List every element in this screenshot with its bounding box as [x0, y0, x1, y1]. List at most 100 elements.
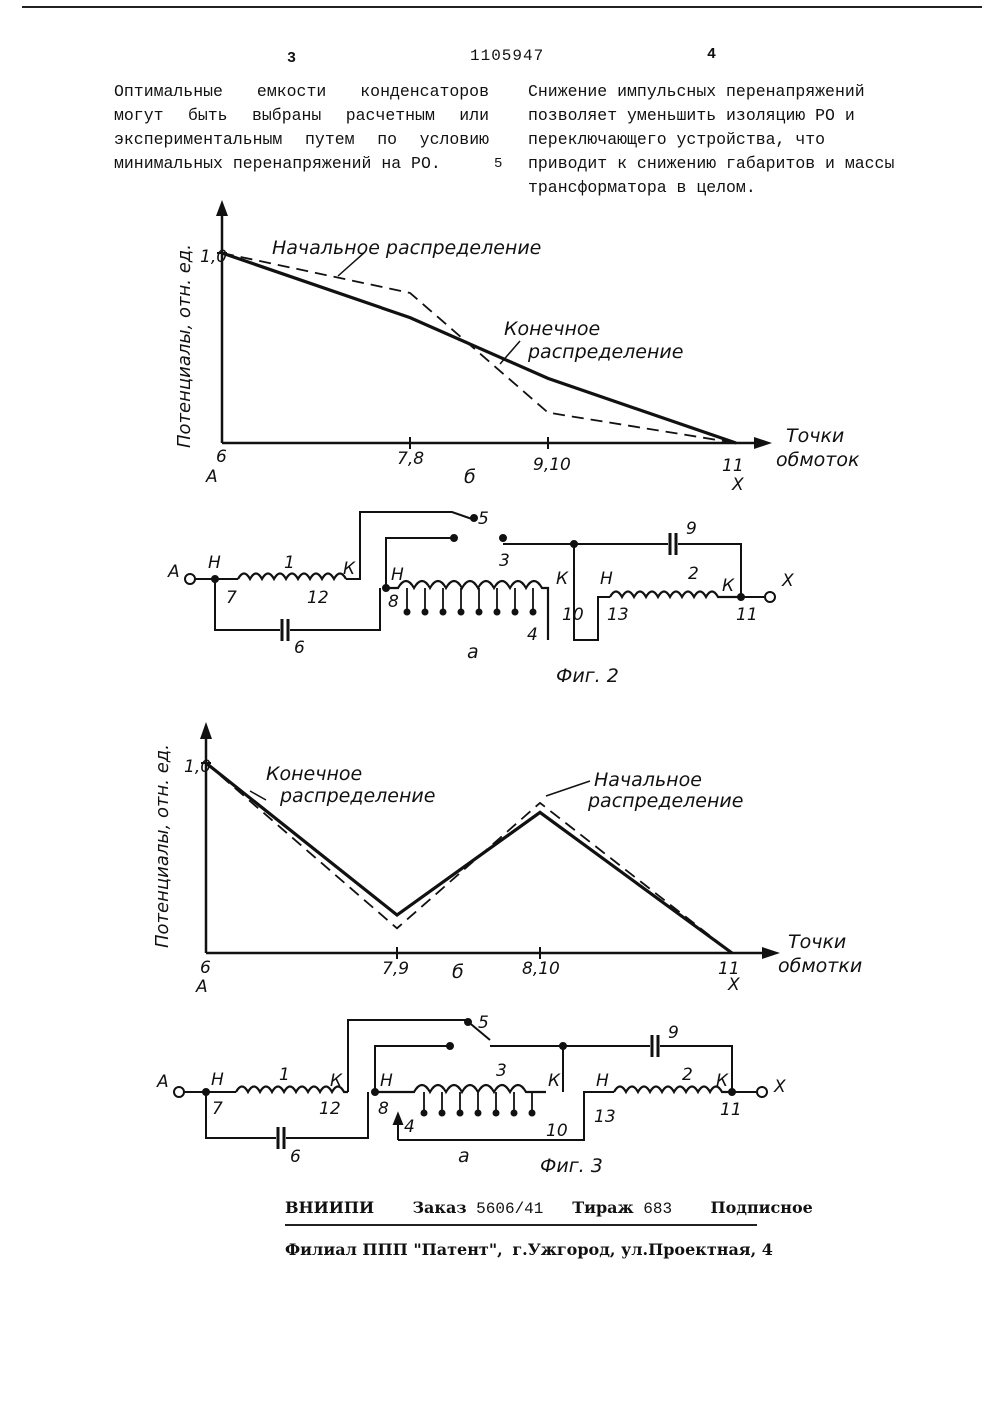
fig3-label-H2: Н — [596, 1071, 609, 1091]
fig3-ytick-label: 1,0 — [184, 757, 211, 777]
fig2-label-H2: Н — [600, 569, 613, 589]
fig2-coil-3 — [386, 581, 548, 640]
page-number-left: 3 — [287, 50, 296, 67]
fig3-label-7: 7 — [212, 1099, 223, 1119]
fig2-xtick-6: 6 — [216, 447, 227, 467]
footer-subscription: Подписное — [711, 1198, 813, 1217]
fig2-label-8: 8 — [388, 592, 399, 612]
left-column-text: Оптимальные емкости конденсаторов могут … — [114, 80, 489, 176]
fig3-label-cap-6: 6 — [290, 1147, 301, 1167]
fig3-xtick-6: 6 — [200, 958, 211, 978]
fig3-initial-label-1: Начальное — [594, 769, 702, 791]
fig3-coil-3 — [375, 1085, 546, 1092]
fig3-label-X: X — [773, 1077, 786, 1097]
fig3-label-13: 13 — [594, 1107, 616, 1127]
fig3-label-tap-4: 4 — [404, 1117, 415, 1137]
fig3-label-K1: К — [330, 1071, 343, 1091]
fig2-wire-k1 — [346, 512, 472, 579]
fig3-wire-k1 — [348, 1020, 490, 1092]
fig3-label-switch-5: 5 — [478, 1013, 489, 1033]
fig2-tap-dots — [404, 609, 537, 616]
fig2-terminal-X — [765, 592, 775, 602]
fig2-x-end-letter: X — [731, 475, 744, 495]
fig3-y-axis-label: Потенциалы, отн. ед. — [152, 744, 173, 948]
fig2-coil-3-taps — [407, 588, 533, 611]
fig2-x-axis-label-2: обмоток — [776, 449, 860, 471]
fig2-label-X: X — [781, 571, 794, 591]
fig2-label-13: 13 — [607, 605, 629, 625]
fig2-capacitor-9 — [670, 533, 676, 555]
fig2-label-K1: К — [343, 559, 356, 579]
fig3-tap-dots — [421, 1110, 536, 1117]
fig2-label-K3: К — [556, 569, 569, 589]
footer-imprint-line: ВНИИПИ Заказ 5606/41 Тираж 683 Подписное — [285, 1198, 813, 1218]
fig3-label-11: 11 — [720, 1100, 742, 1120]
line-marker: 5 — [494, 156, 502, 172]
fig3-final-label-1: Конечное — [266, 763, 362, 785]
fig2-wire-cap6 — [215, 579, 380, 630]
fig3-x-axis-label-2: обмотки — [778, 955, 862, 977]
fig2-x-arrow — [754, 437, 772, 449]
fig2-caption: Фиг. 2 — [556, 665, 619, 687]
fig2-x-axis-label-1: Точки — [786, 425, 844, 447]
fig2-chart: 1,0 Потенциалы, отн. ед. Начальное распр… — [174, 200, 860, 495]
fig3-caption: Фиг. 3 — [540, 1155, 603, 1177]
fig3-coil-2 — [614, 1087, 732, 1093]
fig2-x-start-letter: A — [205, 467, 218, 487]
right-column-text: Снижение импульсных перенапряжений позво… — [528, 80, 908, 200]
fig3-initial-label-2: распределение — [587, 790, 743, 812]
fig2-capacitor-6 — [282, 619, 288, 641]
figure-2: 1,0 Потенциалы, отн. ед. Начальное распр… — [0, 200, 1000, 700]
fig2-label-K2: К — [722, 576, 735, 596]
top-rule — [22, 6, 982, 8]
fig2-switch-pivot — [471, 515, 477, 521]
fig2-circuit-panel-letter: a — [467, 641, 479, 663]
fig3-y-arrow — [200, 722, 212, 739]
footer-order-label: Заказ — [413, 1198, 467, 1217]
fig2-label-10: 10 — [562, 605, 584, 625]
fig2-label-H3: Н — [391, 565, 404, 585]
fig2-label-coil-3: 3 — [499, 551, 510, 571]
fig3-label-10: 10 — [546, 1121, 568, 1141]
fig2-final-label-2: распределение — [527, 341, 683, 363]
fig3-xtick-7-9: 7,9 — [382, 959, 409, 979]
fig3-label-H3: Н — [380, 1071, 393, 1091]
footer-branch-label: Филиал ППП "Патент", — [285, 1240, 503, 1259]
fig2-chart-panel-letter: б — [464, 466, 476, 488]
right-paragraph: Снижение импульсных перенапряжений позво… — [528, 80, 908, 200]
fig3-initial-leader — [546, 781, 590, 796]
fig2-label-H1: Н — [208, 553, 221, 573]
fig2-label-switch-5: 5 — [478, 509, 489, 529]
fig2-label-A: A — [167, 562, 180, 582]
fig3-label-cap-9: 9 — [668, 1023, 679, 1043]
fig2-label-cap-9: 9 — [686, 519, 697, 539]
fig3-label-coil-3: 3 — [496, 1061, 507, 1081]
fig2-label-tap-4: 4 — [527, 625, 538, 645]
footer-rule — [285, 1224, 757, 1226]
document-number: 1105947 — [470, 47, 544, 65]
fig3-x-end-letter: X — [727, 975, 740, 995]
fig3-label-K2: К — [716, 1071, 729, 1091]
fig2-label-coil-2: 2 — [688, 564, 699, 584]
fig2-xtick-11: 11 — [722, 456, 744, 476]
fig3-tap-4-arrow — [394, 1114, 402, 1124]
page-number-right: 4 — [707, 46, 716, 63]
fig3-switch-pivot — [465, 1019, 471, 1025]
fig3-label-K3: К — [548, 1071, 561, 1091]
fig2-label-11: 11 — [736, 605, 758, 625]
fig3-coil-3-taps — [424, 1092, 532, 1112]
fig3-circuit-panel-letter: a — [458, 1145, 470, 1167]
fig3-terminal-X — [757, 1087, 767, 1097]
fig2-final-label-1: Конечное — [504, 318, 600, 340]
fig3-label-A: A — [156, 1072, 169, 1092]
fig3-x-axis-label-1: Точки — [788, 931, 846, 953]
figure-3: 1,0 Потенциалы, отн. ед. Конечное распре… — [0, 715, 1000, 1185]
footer-branch-address: г.Ужгород, ул.Проектная, 4 — [512, 1240, 773, 1259]
fig3-chart: 1,0 Потенциалы, отн. ед. Конечное распре… — [152, 722, 862, 997]
fig2-xtick-9-10: 9,10 — [533, 455, 571, 475]
fig2-label-cap-6: 6 — [294, 638, 305, 658]
fig3-capacitor-6 — [278, 1127, 284, 1149]
fig3-x-start-letter: A — [195, 977, 208, 997]
fig3-chart-panel-letter: б — [452, 961, 464, 983]
fig2-y-axis-label: Потенциалы, отн. ед. — [174, 244, 195, 448]
